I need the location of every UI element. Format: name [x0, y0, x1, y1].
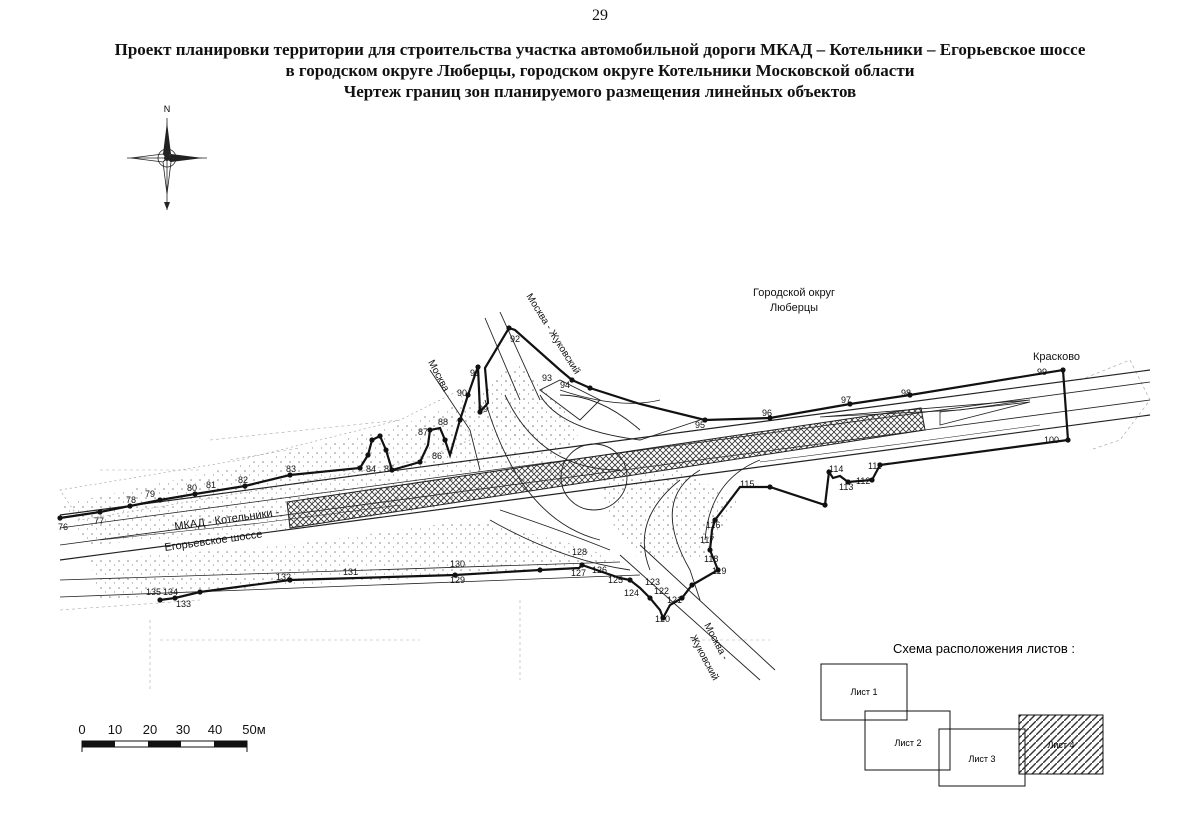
village-label: Красково	[1033, 351, 1080, 363]
point-label: 81	[206, 480, 216, 490]
point-label: 115	[740, 479, 754, 489]
point-label: 114	[829, 464, 843, 474]
point-label: 87	[418, 427, 428, 437]
point-label: 133	[176, 599, 191, 609]
title-line-2: в городском округе Люберцы, городском ок…	[285, 61, 915, 80]
point-label: 132	[276, 572, 291, 582]
point-label: 125	[608, 575, 623, 585]
point-label: 124	[624, 588, 639, 598]
point-label: 118	[704, 554, 718, 564]
point-label: 77	[94, 516, 104, 526]
point-label: 83	[286, 464, 296, 474]
scale-tick-label: 50м	[242, 722, 265, 737]
point-label: 119	[712, 566, 726, 576]
north-branch-label: Москва	[425, 358, 451, 394]
point-label: 134	[163, 587, 178, 597]
point-label: 127	[571, 568, 586, 578]
title-line-1: Проект планировки территории для строите…	[114, 40, 1086, 59]
district-label-line-1: Городской округ	[753, 287, 835, 299]
point-label: 85	[384, 464, 394, 474]
hatched-zone	[286, 407, 926, 529]
point-label: 113	[839, 482, 853, 492]
point-label: 131	[343, 567, 358, 577]
point-label: 89	[478, 404, 488, 414]
point-label: 93	[542, 373, 552, 383]
point-label: 100	[1044, 435, 1059, 445]
point-label: 79	[145, 489, 155, 499]
point-label: 92	[510, 334, 520, 344]
point-label: 128	[572, 547, 587, 557]
point-label: 98	[901, 388, 911, 398]
point-label: 121	[667, 595, 682, 605]
title-line-3: Чертеж границ зон планируемого размещени…	[343, 82, 857, 101]
scale-tick-label: 0	[78, 722, 85, 737]
point-label: 94	[560, 380, 570, 390]
point-label: 84	[366, 464, 376, 474]
scale-tick-label: 10	[108, 722, 122, 737]
point-label: 116	[706, 520, 720, 530]
point-label: 86	[432, 451, 442, 461]
sheet-3: Лист 3	[938, 728, 1026, 787]
sheet-2: Лист 2	[864, 710, 951, 771]
sheet-1-label: Лист 1	[850, 687, 877, 697]
point-label: 80	[187, 483, 197, 493]
point-label: 111	[868, 461, 882, 471]
district-label-line-2: Люберцы	[770, 302, 818, 314]
point-label: 96	[762, 408, 772, 418]
point-label: 130	[450, 559, 465, 569]
point-label: 123	[645, 577, 660, 587]
scale-bar: 0 10 20 30 40 50м	[78, 722, 266, 752]
sheet-4-label: Лист 4	[1047, 740, 1074, 750]
point-label: 88	[438, 417, 448, 427]
sheet-scheme: Схема расположения листов : Лист 1 Лист …	[820, 641, 1104, 787]
page-number: 29	[592, 7, 608, 24]
scale-tick-label: 30	[176, 722, 190, 737]
compass-rose-icon: N	[127, 104, 207, 210]
point-label: 129	[450, 575, 465, 585]
point-label: 122	[654, 586, 669, 596]
scale-tick-label: 20	[143, 722, 157, 737]
boundary-point-labels: 76 77 78 79 80 81 82 83 84 85 86 87 88 8…	[58, 334, 1059, 624]
point-label: 78	[126, 495, 136, 505]
sheet-scheme-title: Схема расположения листов :	[893, 641, 1075, 656]
point-label: 112	[856, 476, 870, 486]
point-label: 90	[457, 388, 467, 398]
point-label: 99	[1037, 367, 1047, 377]
point-label: 120	[655, 614, 670, 624]
compass-north-label: N	[164, 104, 171, 114]
point-label: 82	[238, 475, 248, 485]
point-label: 97	[841, 395, 851, 405]
sheet-4-current: Лист 4	[1018, 714, 1104, 775]
sheet-1: Лист 1	[820, 663, 908, 721]
point-label: 126	[592, 565, 607, 575]
sheet-2-label: Лист 2	[894, 738, 921, 748]
sheet-3-label: Лист 3	[968, 754, 995, 764]
point-label: 91	[470, 368, 480, 378]
point-label: 117	[700, 535, 714, 545]
boundary-vertices	[57, 325, 1071, 621]
point-label: 95	[695, 420, 705, 430]
point-label: 135	[146, 587, 161, 597]
scale-tick-label: 40	[208, 722, 222, 737]
point-label: 76	[58, 522, 68, 532]
